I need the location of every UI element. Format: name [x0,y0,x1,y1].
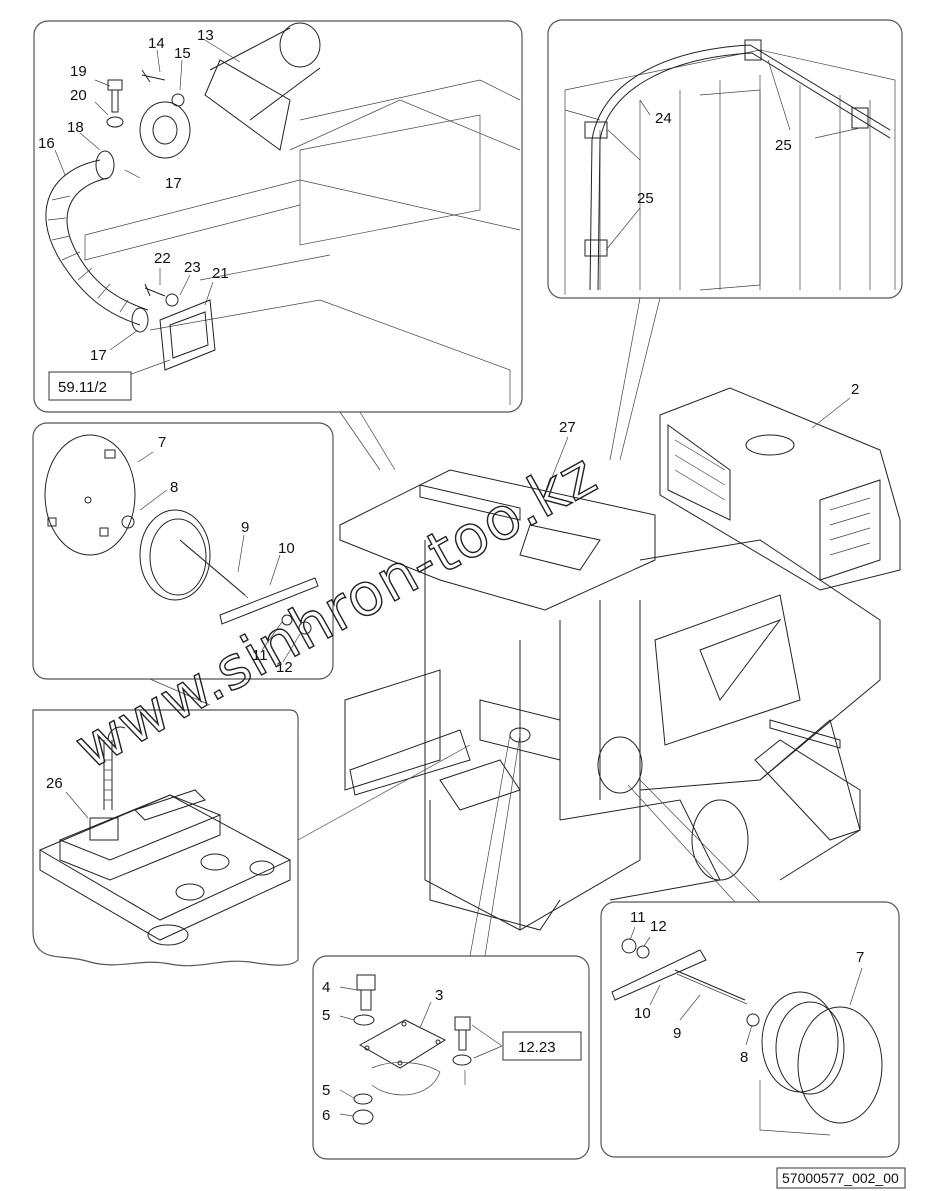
callout-17b: 17 [90,347,107,364]
callout-25b: 25 [637,190,654,207]
panel-switch-plate: 26 [32,709,471,967]
callout-10b: 10 [634,1005,651,1022]
callout-20: 20 [70,87,87,104]
callout-4: 4 [322,979,330,996]
panel-cable-routing: 24 25 25 [547,19,903,461]
callout-16: 16 [38,135,55,152]
callout-14: 14 [148,35,165,52]
panel-air-hose: 13 14 15 19 20 18 16 17 22 23 21 17 59.1… [33,20,523,471]
callout-23: 23 [184,259,201,276]
callout-11a: 11 [252,647,268,664]
callout-12a: 12 [276,659,293,676]
callout-25a: 25 [775,137,792,154]
callout-5a: 5 [322,1007,330,1024]
callout-6: 6 [322,1107,330,1124]
callout-9b: 9 [673,1025,681,1042]
callout-10a: 10 [278,540,295,557]
callout-7b: 7 [856,949,864,966]
ref-box-59-11-2-label: 59.11/2 [58,379,107,396]
callout-15: 15 [174,45,191,62]
figure-id-box [776,1167,906,1189]
callout-9a: 9 [241,519,249,536]
callout-11b: 11 [630,909,646,926]
callout-13: 13 [197,27,214,44]
callout-21: 21 [212,265,229,282]
ref-box-12-23-label: 12.23 [518,1039,556,1056]
callout-2: 2 [851,381,859,398]
callout-27: 27 [559,419,576,436]
callout-18: 18 [67,119,84,136]
callout-7a: 7 [158,434,166,451]
callout-22: 22 [154,250,171,267]
panel-cover-disc-right: 11 12 7 10 9 8 [600,779,900,1158]
figure-id: 57000577_002_00 [782,1170,899,1186]
callout-12b: 12 [650,918,667,935]
ref-box-59-11-2 [48,371,132,401]
callout-5b: 5 [322,1082,330,1099]
callout-8b: 8 [740,1049,748,1066]
callout-19: 19 [70,63,87,80]
main-frame-assembly [339,387,901,931]
callout-26: 26 [46,775,63,792]
callout-17: 17 [165,175,182,192]
callout-8a: 8 [170,479,178,496]
ref-box-12-23 [502,1031,582,1061]
callout-3: 3 [435,987,443,1004]
panel-mount-plate: 4 3 5 5 6 12.23 [312,734,590,1160]
callout-24: 24 [655,110,672,127]
panel-cover-disc-left: 7 8 9 10 11 12 [32,422,334,706]
